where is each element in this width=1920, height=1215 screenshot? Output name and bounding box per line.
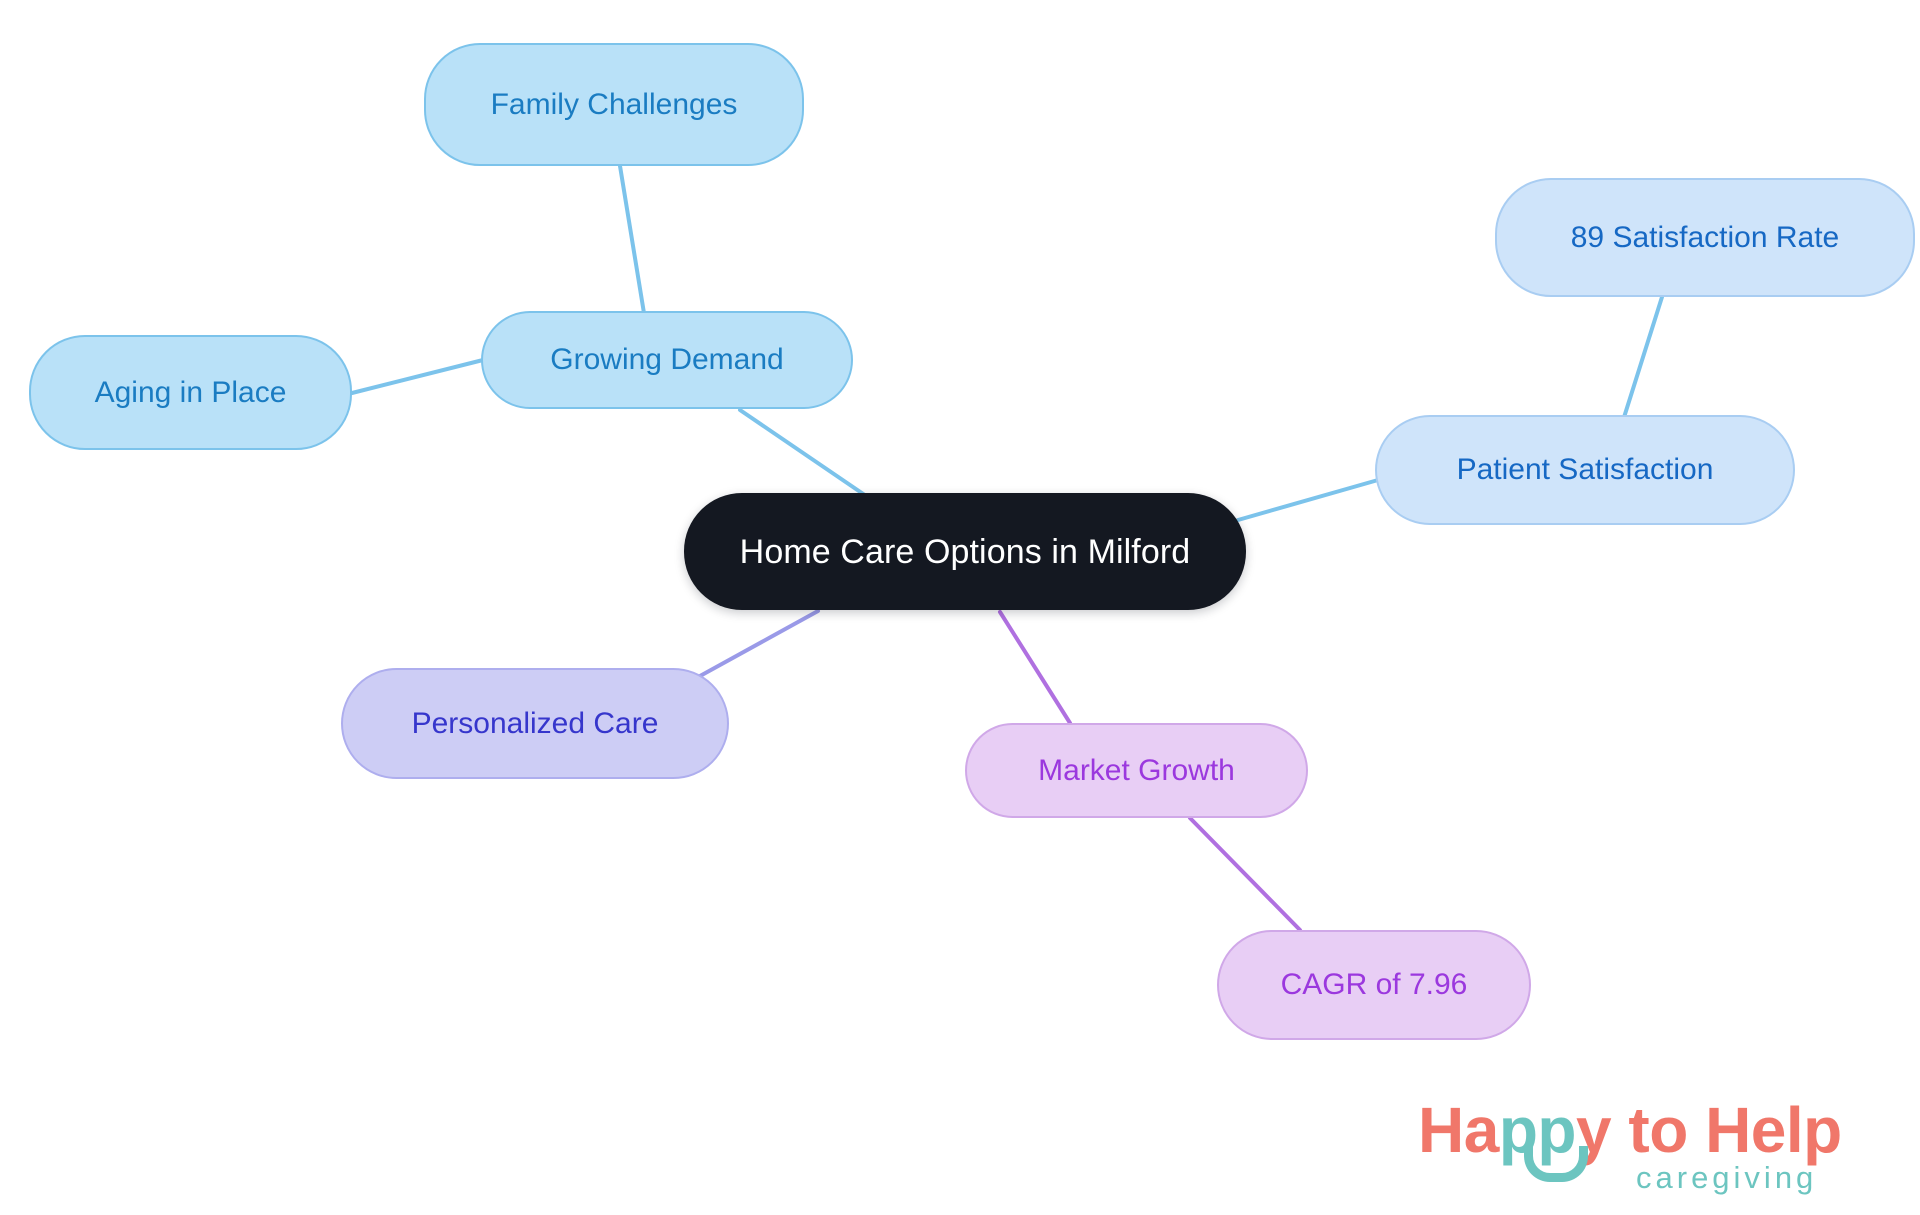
logo-part-3: y to Hel (1576, 1094, 1804, 1166)
node-aging-in-place-label: Aging in Place (94, 375, 287, 409)
logo-tagline: caregiving (1636, 1160, 1818, 1195)
node-root[interactable]: Home Care Options in Milford (684, 493, 1246, 610)
edge-cagr (1188, 816, 1302, 932)
brand-logo: Happy to Help caregiving (1418, 1098, 1888, 1208)
edge-personalized-care (698, 609, 820, 678)
smile-icon (1524, 1146, 1588, 1182)
node-root-label: Home Care Options in Milford (739, 532, 1191, 571)
edge-satisfaction-rate (1618, 295, 1664, 432)
node-growing-demand-label: Growing Demand (550, 343, 784, 376)
node-cagr-label: CAGR of 7.96 (1280, 968, 1468, 1001)
node-family-challenges[interactable]: Family Challenges (424, 43, 804, 166)
edge-growing-demand (738, 408, 877, 504)
logo-wordmark: Happy to Help (1418, 1098, 1842, 1162)
node-patient-satisfaction[interactable]: Patient Satisfaction (1375, 415, 1795, 525)
node-market-growth[interactable]: Market Growth (965, 723, 1308, 818)
logo-part-4: p (1803, 1094, 1842, 1166)
node-growing-demand[interactable]: Growing Demand (481, 311, 853, 409)
edge-patient-satisfaction (1236, 478, 1380, 522)
node-aging-in-place[interactable]: Aging in Place (29, 335, 352, 450)
node-personalized-care[interactable]: Personalized Care (341, 668, 729, 779)
node-cagr[interactable]: CAGR of 7.96 (1217, 930, 1531, 1040)
edge-market-growth (998, 610, 1072, 725)
node-family-challenges-label: Family Challenges (490, 87, 738, 121)
edge-aging-in-place (350, 358, 485, 395)
logo-part-1: Ha (1418, 1094, 1499, 1166)
node-patient-satisfaction-label: Patient Satisfaction (1456, 453, 1714, 486)
node-satisfaction-rate[interactable]: 89 Satisfaction Rate (1495, 178, 1915, 297)
node-personalized-care-label: Personalized Care (411, 706, 659, 740)
node-market-growth-label: Market Growth (1038, 753, 1235, 787)
node-satisfaction-rate-label: 89 Satisfaction Rate (1570, 220, 1840, 254)
